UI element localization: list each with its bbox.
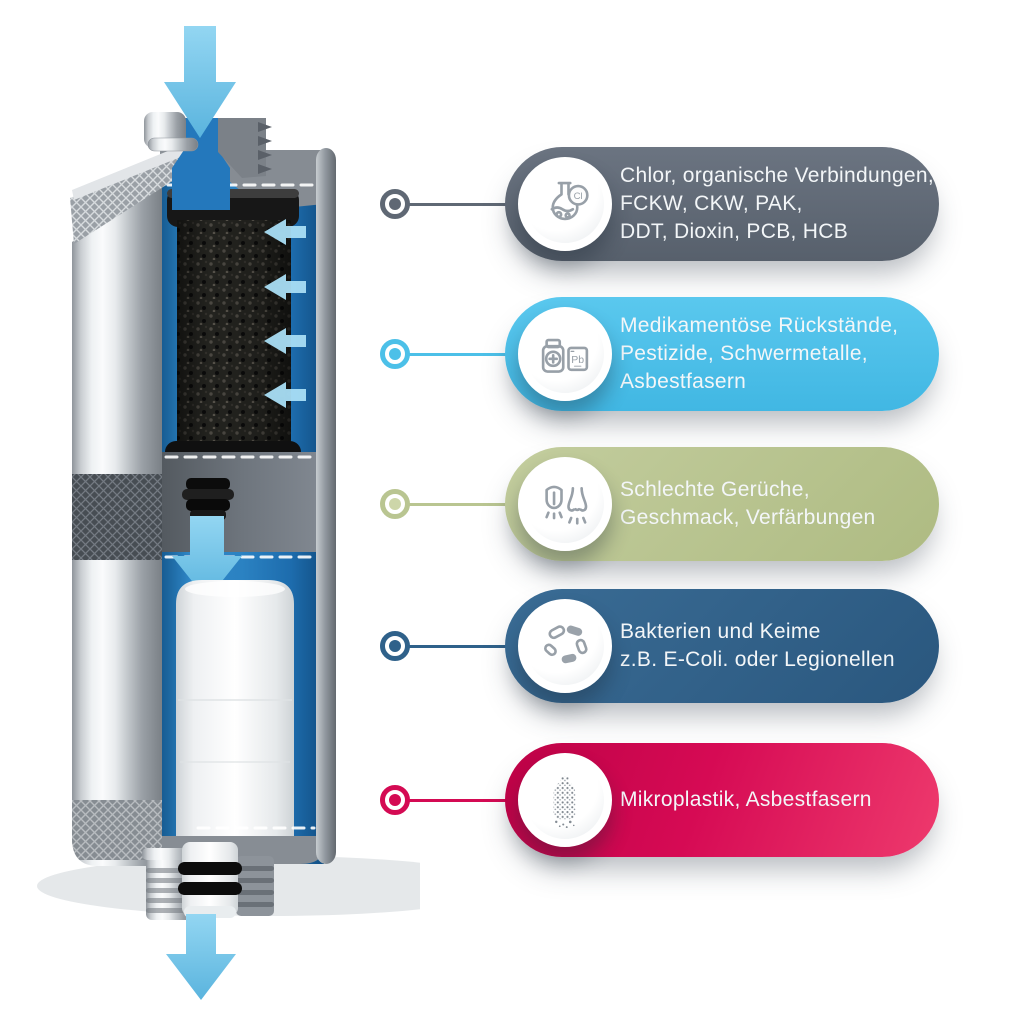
outlet-fitting (142, 842, 274, 920)
callout-pharmaceuticals: Pb Medikamentöse Rückstände, Pestizide, … (378, 297, 1024, 411)
callout-pill-chemicals: Cl Chlor, organische Verbindungen, FCKW,… (505, 147, 939, 261)
chlorine-symbol: Cl (574, 191, 583, 202)
callout-line: Chlor, organische Verbindungen, (620, 164, 935, 187)
outflow-arrow (166, 914, 236, 1000)
leader-line (406, 644, 507, 648)
callout-text: Schlechte Gerüche, Geschmack, Verfärbung… (620, 476, 876, 532)
callout-text: Chlor, organische Verbindungen, FCKW, CK… (620, 162, 934, 246)
carbon-inflow-arrows (264, 219, 306, 408)
inflow-arrow (164, 26, 236, 138)
callout-line: DDT, Dioxin, PCB, HCB (620, 220, 849, 243)
callout-text: Bakterien und Keime z.B. E-Coli. oder Le… (620, 618, 895, 674)
callout-line: Mikroplastik, Asbestfasern (620, 788, 872, 811)
callout-pill-odor-taste: Schlechte Gerüche, Geschmack, Verfärbung… (505, 447, 939, 561)
callout-line: Bakterien und Keime (620, 620, 821, 643)
membrane-filter (176, 580, 294, 865)
icon-circle (518, 599, 612, 693)
icon-circle (518, 753, 612, 847)
leader-ring-marker (380, 631, 410, 661)
leader-ring-marker (380, 339, 410, 369)
leader-ring-marker (380, 189, 410, 219)
lead-symbol: Pb (571, 354, 584, 366)
callout-line: Geschmack, Verfärbungen (620, 506, 876, 529)
grip-knurl-top (70, 148, 196, 244)
housing-rim (316, 148, 336, 864)
callout-pill-pharmaceuticals: Pb Medikamentöse Rückstände, Pestizide, … (505, 297, 939, 411)
chemistry-flask-icon: Cl (550, 181, 589, 221)
inlet-fitting (144, 112, 272, 210)
callout-line: FCKW, CKW, PAK, (620, 192, 803, 215)
callout-microplastics: Mikroplastik, Asbestfasern (378, 743, 1024, 857)
microplastic-bottle-icon (553, 776, 576, 828)
callout-text: Mikroplastik, Asbestfasern (620, 786, 872, 814)
grip-knurl-mid (72, 474, 162, 560)
callout-line: z.B. E-Coli. oder Legionellen (620, 648, 895, 671)
leader-ring-marker (380, 489, 410, 519)
callout-odor-taste: Schlechte Gerüche, Geschmack, Verfärbung… (378, 447, 1024, 561)
internal-flow-arrow (172, 516, 242, 600)
callout-chemicals: Cl Chlor, organische Verbindungen, FCKW,… (378, 147, 1024, 261)
callout-line: Schlechte Gerüche, (620, 478, 810, 501)
bacteria-icon (544, 625, 588, 664)
tongue-nose-icon (545, 485, 588, 525)
medicine-jar-lead-icon: Pb (541, 338, 589, 373)
inner-housing-band (160, 452, 324, 559)
callout-pill-bacteria: Bakterien und Keime z.B. E-Coli. oder Le… (505, 589, 939, 703)
callout-line: Medikamentöse Rückstände, (620, 314, 899, 337)
o-ring (178, 882, 242, 895)
leader-line (406, 502, 507, 506)
icon-circle: Pb (518, 307, 612, 401)
callout-pill-microplastics: Mikroplastik, Asbestfasern (505, 743, 939, 857)
callout-text: Medikamentöse Rückstände, Pestizide, Sch… (620, 312, 898, 396)
callout-bacteria: Bakterien und Keime z.B. E-Coli. oder Le… (378, 589, 1024, 703)
icon-circle: Cl (518, 157, 612, 251)
leader-line (406, 352, 507, 356)
housing-shell (70, 142, 196, 866)
leader-line (406, 798, 507, 802)
callout-line: Asbestfasern (620, 370, 747, 393)
icon-circle (518, 457, 612, 551)
callout-line: Pestizide, Schwermetalle, (620, 342, 868, 365)
leader-line (406, 202, 507, 206)
o-ring (178, 862, 242, 875)
water-filter-cutaway (37, 26, 420, 1000)
leader-ring-marker (380, 785, 410, 815)
